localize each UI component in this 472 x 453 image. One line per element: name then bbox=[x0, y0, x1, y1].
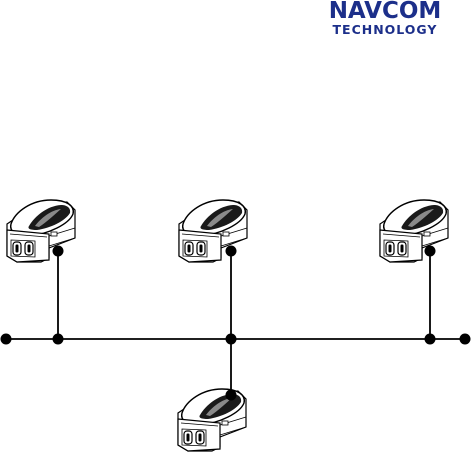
gps-receiver-icon bbox=[178, 389, 246, 451]
bus-junction-node bbox=[53, 334, 64, 345]
gps-receiver-icon bbox=[7, 200, 75, 262]
gps-receiver-icon bbox=[179, 200, 247, 262]
device-port-node bbox=[53, 246, 64, 257]
device-port-node bbox=[226, 390, 237, 401]
gps-receiver-icon bbox=[380, 200, 448, 262]
device-port-node bbox=[226, 246, 237, 257]
device-port-node bbox=[425, 246, 436, 257]
bus-end-node-left bbox=[1, 334, 12, 345]
bus-end-node-right bbox=[460, 334, 471, 345]
bus-junction-node bbox=[425, 334, 436, 345]
bus-junction-node bbox=[226, 334, 237, 345]
